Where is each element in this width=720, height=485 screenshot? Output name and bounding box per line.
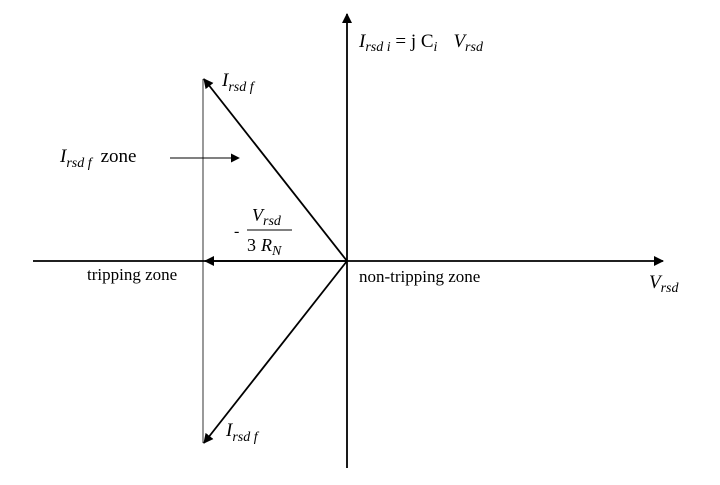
upper-vector-arrow — [203, 78, 348, 262]
non-tripping-zone-label: non-tripping zone — [359, 267, 480, 286]
fraction-numerator: Vrsd — [252, 205, 282, 229]
tripping-zone-label: tripping zone — [87, 265, 177, 284]
upper-vector-label: Irsd f — [221, 70, 256, 95]
lower-vector-label: Irsd f — [225, 420, 260, 445]
fraction-sign: - — [234, 223, 239, 240]
horizontal-axis-label: Vrsd — [649, 272, 680, 296]
lower-vector-arrow — [203, 260, 348, 444]
